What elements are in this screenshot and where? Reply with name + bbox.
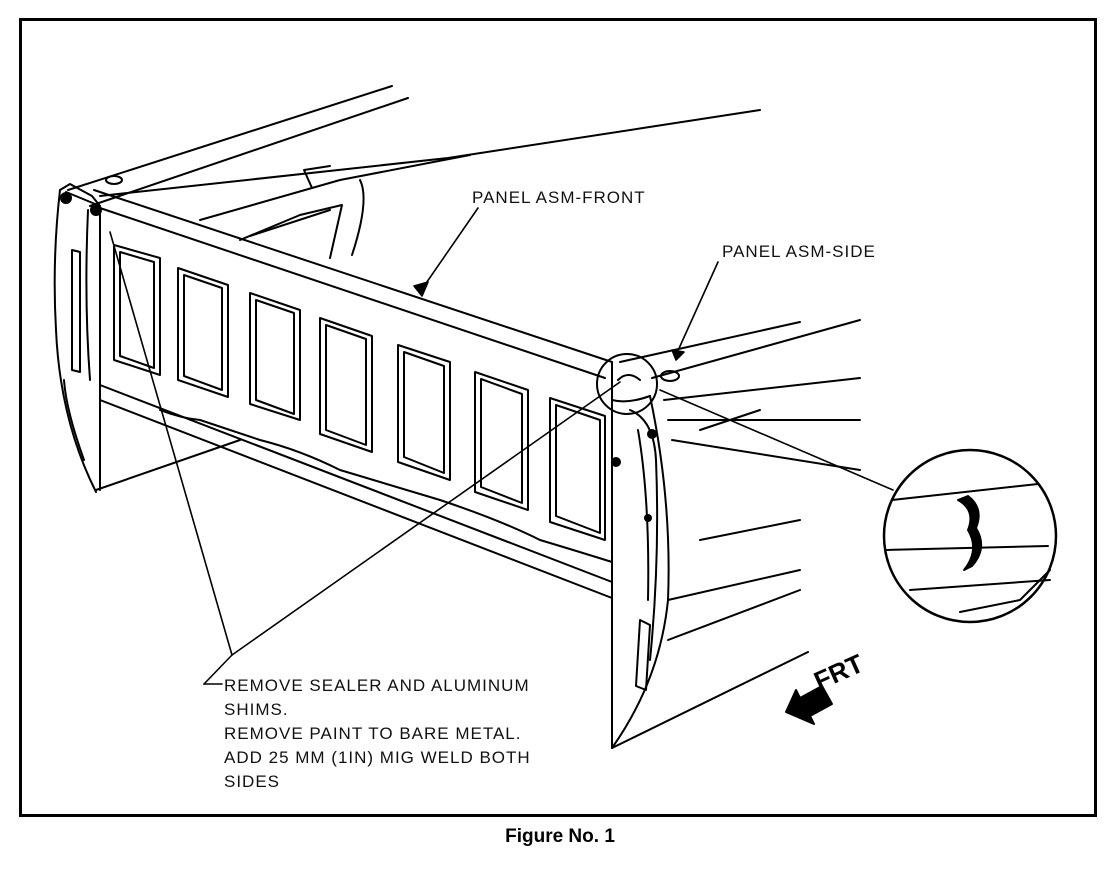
note-line: SIDES [224,772,281,791]
leader-lines [109,207,894,685]
front-panel [93,189,613,599]
weld-detail-magnified [882,448,1058,624]
panel-side-label: PANEL ASM-SIDE [722,242,876,261]
note-line: REMOVE PAINT TO BARE METAL. [224,724,522,743]
note-line: ADD 25 MM (1IN) MIG WELD BOTH [224,748,531,767]
weld-location-circle [596,353,658,415]
inner-bed-structure [199,154,471,259]
left-corner-post [53,183,102,493]
note-line: REMOVE SEALER AND ALUMINUM [224,676,530,695]
figure-caption: Figure No. 1 [505,826,615,847]
left-side-rail [67,85,761,207]
panel-recesses [113,244,606,541]
panel-front-label: PANEL ASM-FRONT [472,188,646,207]
right-corner-post [611,395,670,749]
note-line: SHIMS. [224,700,289,719]
front-direction-arrow [785,685,833,725]
figure-frame [19,18,1097,817]
instruction-note: REMOVE SEALER AND ALUMINUM SHIMS. REMOVE… [224,674,531,794]
